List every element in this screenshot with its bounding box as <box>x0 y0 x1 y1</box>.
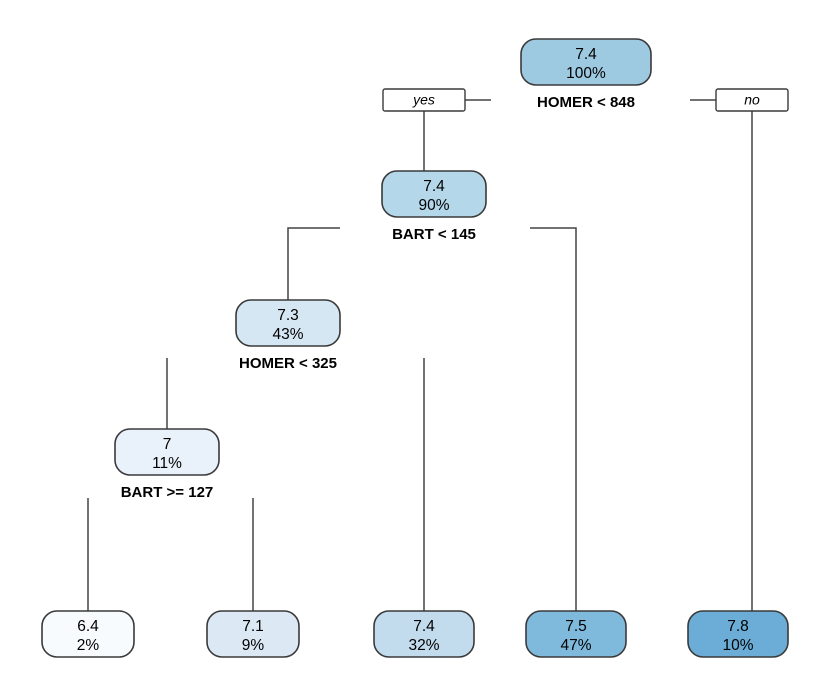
node-leaf-74[interactable]: 7.4 32% <box>373 610 475 658</box>
node-root-box[interactable] <box>520 38 652 86</box>
branch-marker-yes: yes <box>382 88 491 112</box>
edge-bart145-to-homer325 <box>287 227 340 300</box>
node-leaf-78-percent: 10% <box>722 637 753 654</box>
node-leaf-78-value: 7.8 <box>727 618 749 635</box>
node-leaf-64-box[interactable] <box>41 610 135 658</box>
node-leaf-64[interactable]: 6.4 2% <box>41 610 135 658</box>
node-root-value: 7.4 <box>575 46 597 63</box>
node-leaf-74-value: 7.4 <box>413 618 435 635</box>
edge-bart145-to-leaf75 <box>530 227 577 611</box>
node-bart145-value: 7.4 <box>423 178 445 195</box>
branch-marker-no: no <box>690 88 789 112</box>
node-bart145-split-label: BART < 145 <box>392 226 476 243</box>
node-leaf-71-value: 7.1 <box>242 618 264 635</box>
node-bart127-value: 7 <box>163 436 172 453</box>
node-root-split-label: HOMER < 848 <box>537 94 635 111</box>
node-leaf-64-percent: 2% <box>77 637 100 654</box>
node-homer325-value: 7.3 <box>277 307 299 324</box>
node-leaf-75-value: 7.5 <box>565 618 587 635</box>
node-leaf-74-percent: 32% <box>408 637 439 654</box>
node-leaf-71[interactable]: 7.1 9% <box>206 610 300 658</box>
node-bart127-split-label: BART >= 127 <box>121 484 214 501</box>
node-bart127-percent: 11% <box>152 455 182 472</box>
node-root-percent: 100% <box>566 65 606 82</box>
node-leaf-71-box[interactable] <box>206 610 300 658</box>
branch-marker-no-label: no <box>744 92 760 108</box>
node-bart145-box[interactable] <box>381 170 487 218</box>
node-homer325[interactable]: 7.3 43% HOMER < 325 <box>235 299 341 372</box>
node-bart127-box[interactable] <box>114 428 220 476</box>
node-leaf-75-box[interactable] <box>525 610 627 658</box>
node-leaf-75[interactable]: 7.5 47% <box>525 610 627 658</box>
node-bart145[interactable]: 7.4 90% BART < 145 <box>381 170 487 243</box>
node-leaf-78[interactable]: 7.8 10% <box>687 610 789 658</box>
node-homer325-percent: 43% <box>272 326 303 343</box>
node-homer325-box[interactable] <box>235 299 341 347</box>
node-root[interactable]: 7.4 100% HOMER < 848 <box>520 38 652 111</box>
node-leaf-71-percent: 9% <box>242 637 265 654</box>
node-leaf-64-value: 6.4 <box>77 618 99 635</box>
node-homer325-split-label: HOMER < 325 <box>239 355 337 372</box>
node-bart127[interactable]: 7 11% BART >= 127 <box>114 428 220 501</box>
node-leaf-74-box[interactable] <box>373 610 475 658</box>
branch-marker-yes-box <box>382 88 466 112</box>
edge-layer <box>87 111 753 611</box>
node-leaf-78-box[interactable] <box>687 610 789 658</box>
node-bart145-percent: 90% <box>418 197 449 214</box>
branch-marker-yes-label: yes <box>412 92 435 108</box>
branch-marker-no-box <box>715 88 789 112</box>
node-leaf-75-percent: 47% <box>560 637 591 654</box>
